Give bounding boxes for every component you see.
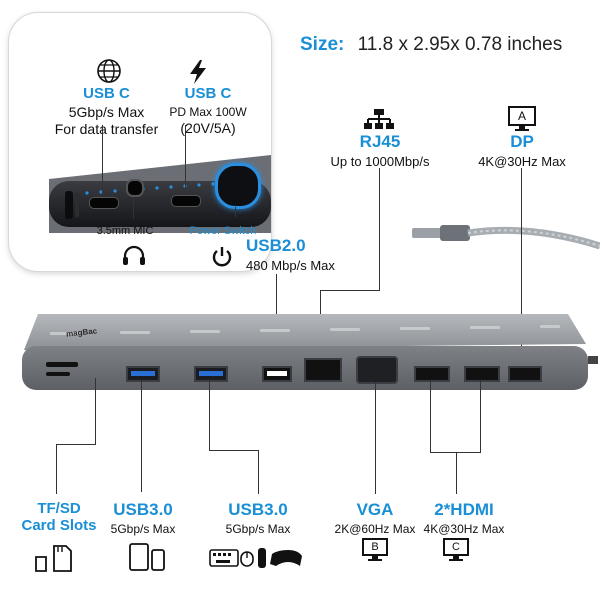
- vga-port: [356, 356, 398, 384]
- tablet-phone-icon: [129, 543, 165, 571]
- usb2-title: USB2.0: [246, 236, 306, 255]
- monitor-a-icon: [508, 106, 536, 131]
- usb2-port: [262, 366, 292, 382]
- vga-desc: 2K@60Hz Max: [334, 522, 416, 536]
- callout-vga: [375, 382, 376, 494]
- callout-mic: [133, 197, 134, 219]
- dp-desc: 4K@30Hz Max: [478, 154, 566, 169]
- usb3-port-2: [194, 366, 228, 382]
- hdmi-port-2: [464, 366, 500, 382]
- vga-label: VGA 2K@60Hz Max: [330, 500, 420, 536]
- usbc-pd-line2: (20V/5A): [180, 120, 236, 136]
- power-icon: [212, 247, 232, 267]
- tfsd-title1: TF/SD: [37, 500, 81, 517]
- monitor-c-letter: C: [452, 541, 460, 553]
- callout-usb3a: [141, 380, 142, 492]
- mic-port: [126, 179, 144, 197]
- monitor-b-icon: [362, 538, 388, 561]
- usb2-desc: 480 Mbp/s Max: [246, 258, 335, 273]
- callout-rj45-h: [320, 290, 380, 291]
- size-line: Size: 11.8 x 2.95x 0.78 inches: [300, 34, 562, 56]
- callout-tfsd-v2: [56, 444, 57, 494]
- rj45-port: [304, 358, 342, 382]
- callout-usbc-data: [102, 125, 103, 197]
- callout-rj45-v: [379, 168, 380, 290]
- tf-slot: [46, 372, 70, 376]
- usbc-data-line2: For data transfer: [54, 121, 159, 137]
- usb3a-desc: 5Gbp/s Max: [110, 522, 176, 536]
- hdmi-desc: 4K@30Hz Max: [423, 522, 505, 536]
- dp-cable: [412, 225, 600, 250]
- peripherals-icon: [209, 548, 302, 568]
- tfsd-label: TF/SD Card Slots: [18, 500, 100, 534]
- power-label: Power Switch: [189, 225, 257, 237]
- hdmi-port-1: [414, 366, 450, 382]
- callout-dp: [521, 168, 522, 364]
- power-switch[interactable]: [215, 163, 261, 209]
- tfsd-title2: Card Slots: [21, 517, 97, 534]
- globe-icon: [97, 59, 121, 83]
- usbc-data-line1: 5Gbp/s Max: [68, 104, 145, 120]
- usbc-pd-port: [171, 195, 201, 207]
- callout-usb3b-h: [209, 450, 259, 451]
- usb3b-label: USB3.0 5Gbp/s Max: [214, 500, 302, 536]
- size-value: 11.8 x 2.95x 0.78 inches: [357, 34, 563, 55]
- monitor-a-letter: A: [517, 109, 526, 123]
- hub-device: [22, 314, 598, 390]
- usb3b-title: USB3.0: [228, 500, 288, 519]
- dp-label: DP 4K@30Hz Max: [470, 132, 574, 169]
- usb3-port-1: [126, 366, 160, 382]
- mic-label: 3.5mm MIC: [96, 225, 154, 237]
- callout-usb3b-v: [209, 380, 210, 450]
- vga-title: VGA: [356, 500, 394, 519]
- callout-hdmi-h: [430, 452, 481, 453]
- usb3a-label: USB3.0 5Gbp/s Max: [100, 500, 186, 536]
- headset-icon: [123, 245, 145, 265]
- callout-tfsd-h: [56, 444, 96, 445]
- dp-port: [508, 366, 542, 382]
- callout-tfsd-v: [95, 378, 96, 444]
- usbc-data-title: USB C: [83, 85, 130, 102]
- monitor-c-icon: [443, 538, 469, 561]
- callout-power: [235, 207, 236, 217]
- usb3a-title: USB3.0: [113, 500, 173, 519]
- callout-hdmi-1: [430, 380, 431, 452]
- hdmi-title: 2*HDMI: [434, 500, 494, 519]
- usbc-pd-label: USB C PD Max 100W (20V/5A): [149, 85, 267, 136]
- rj45-title: RJ45: [359, 132, 401, 151]
- usbc-pd-title: USB C: [184, 85, 232, 102]
- sd-slot: [46, 362, 78, 367]
- rj45-label: RJ45 Up to 1000Mbp/s: [318, 132, 442, 169]
- lightning-icon: [190, 60, 206, 84]
- network-icon: [364, 109, 394, 129]
- callout-usb3b-v2: [258, 450, 259, 494]
- usbc-pd-line1: PD Max 100W: [169, 105, 247, 119]
- rj45-desc: Up to 1000Mbp/s: [330, 154, 430, 169]
- usbc-data-port: [89, 197, 119, 209]
- callout-hdmi-v: [456, 452, 457, 494]
- size-label: Size:: [300, 34, 345, 55]
- usbc-data-label: USB C 5Gbp/s Max For data transfer: [29, 85, 184, 137]
- monitor-b-letter: B: [371, 541, 379, 553]
- callout-usbc-pd: [185, 125, 186, 195]
- usb3b-desc: 5Gbp/s Max: [225, 522, 291, 536]
- dp-title: DP: [510, 132, 534, 151]
- usb2-label: USB2.0 480 Mbp/s Max: [246, 236, 335, 273]
- sd-card-icon: [35, 545, 72, 572]
- inset-panel: USB C 5Gbp/s Max For data transfer USB C…: [8, 12, 272, 272]
- callout-hdmi-2: [480, 380, 481, 452]
- hdmi-label: 2*HDMI 4K@30Hz Max: [418, 500, 510, 536]
